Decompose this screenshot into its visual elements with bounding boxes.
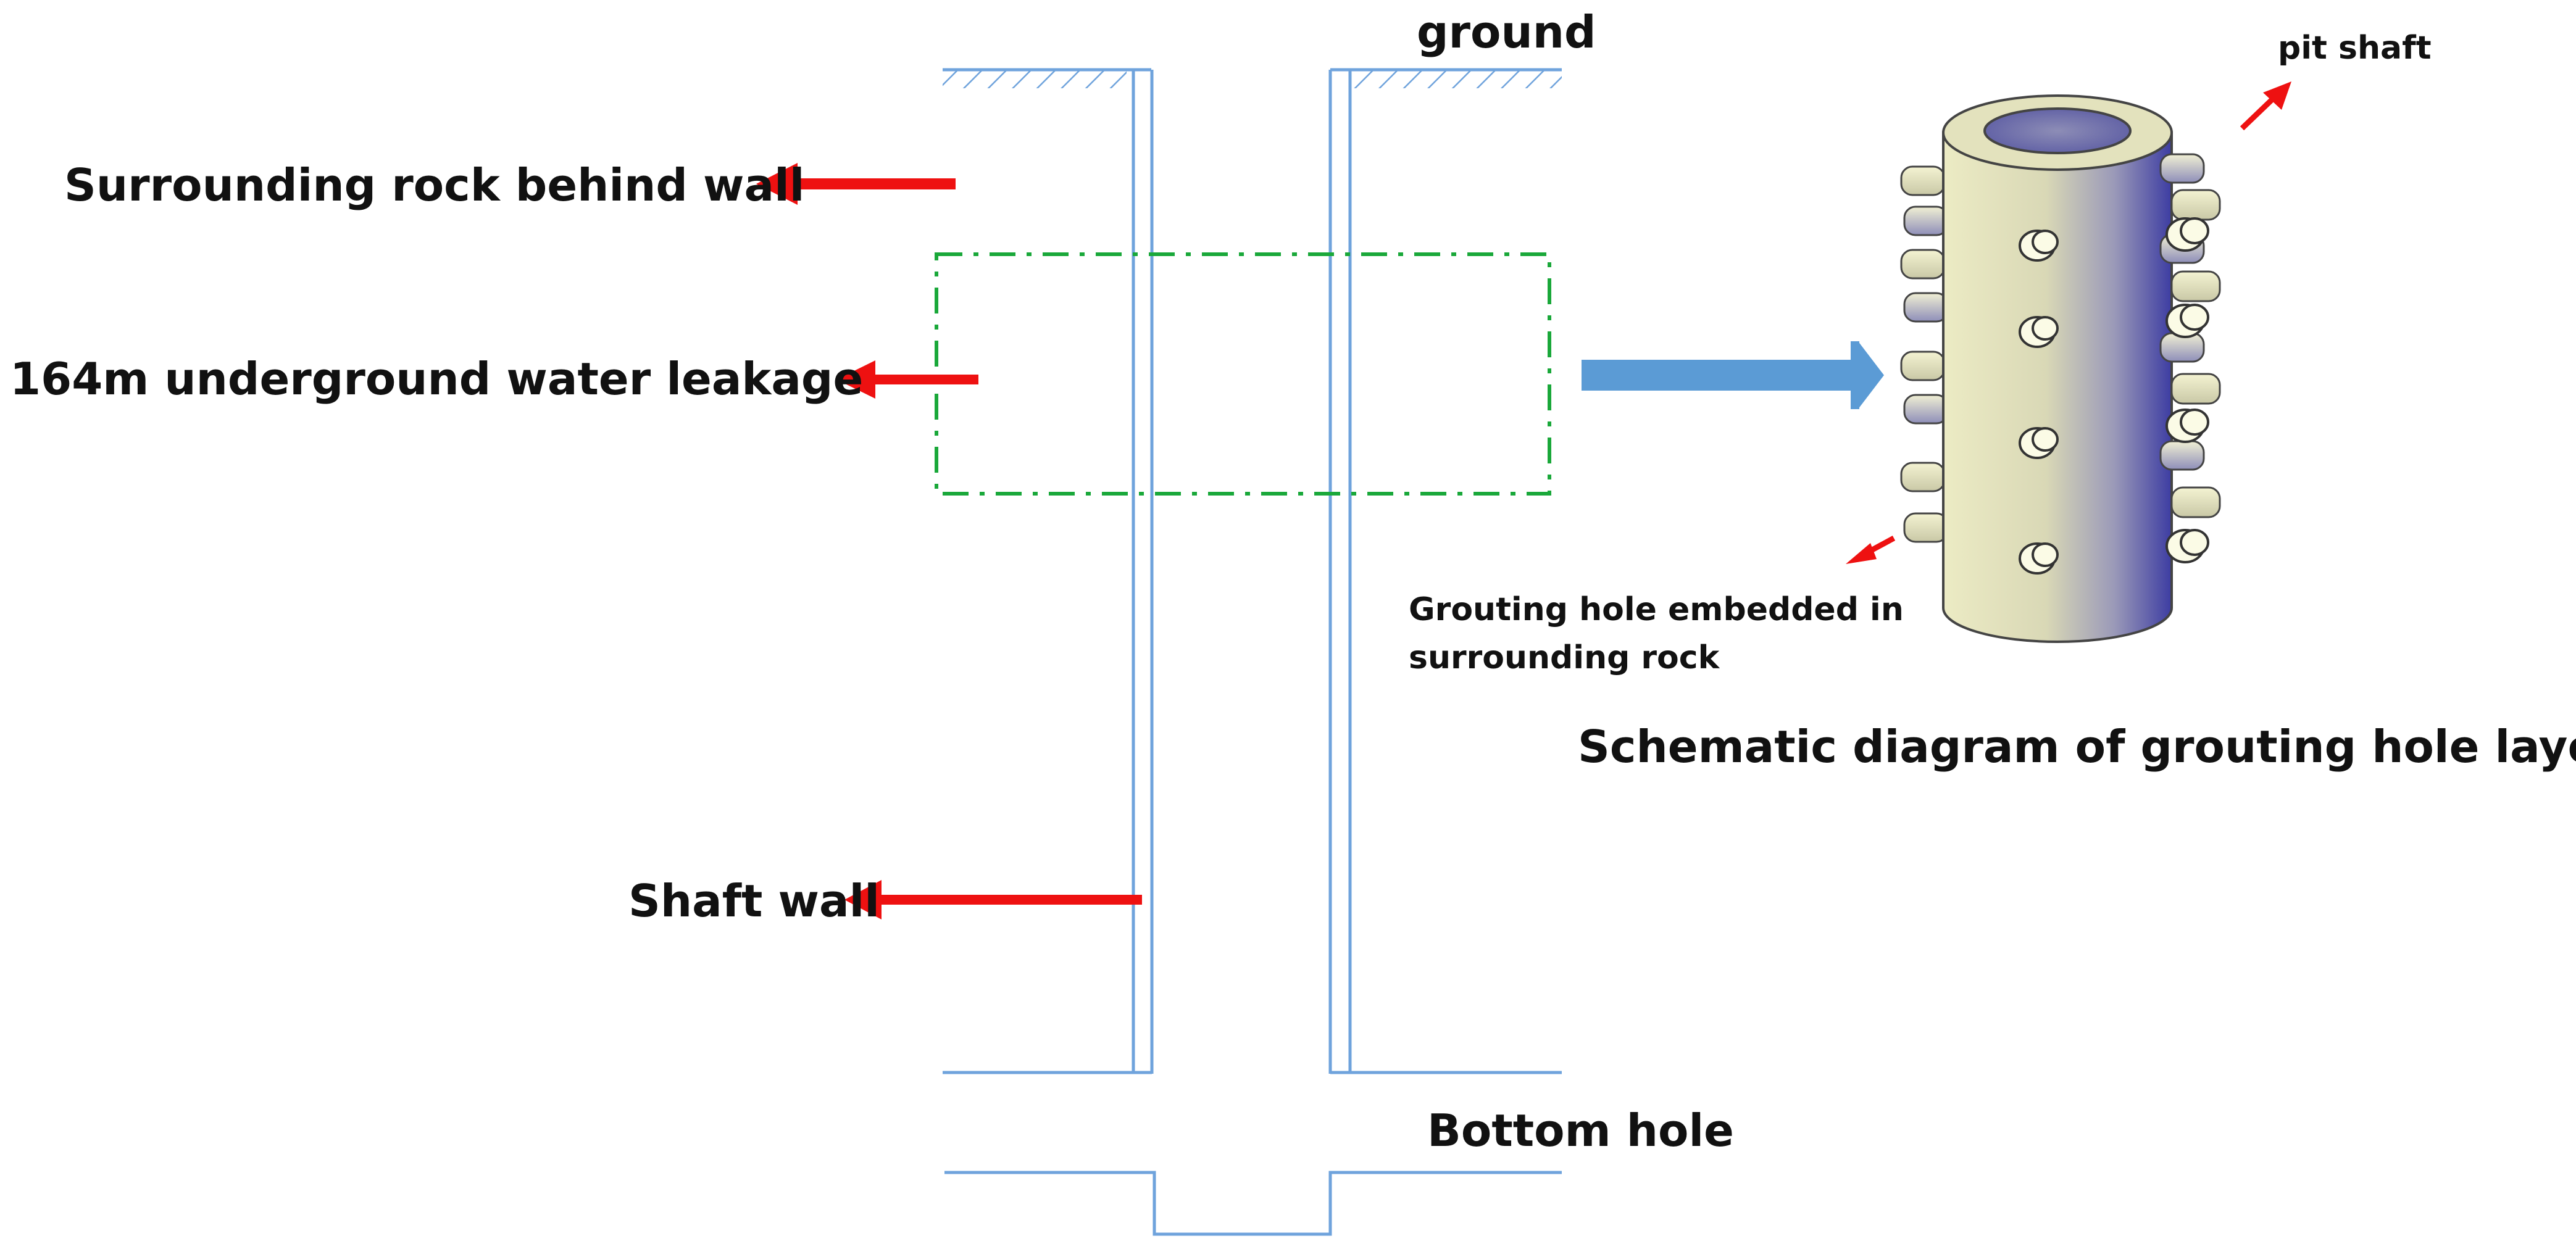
left-pegs xyxy=(1900,165,1949,543)
ground-hatching-right xyxy=(1330,68,1562,88)
shaft-wall-left xyxy=(1132,70,1154,1074)
schematic-caption: Schematic diagram of grouting hole layou… xyxy=(1578,721,2576,773)
arrow-shaft-wall xyxy=(844,880,1142,919)
front-holes xyxy=(2019,217,2209,575)
arrow-surrounding-rock xyxy=(756,163,956,205)
arrow-water-leakage xyxy=(836,360,978,399)
label-surrounding-rock: Surrounding rock behind wall xyxy=(64,159,805,211)
arrow-to-schematic xyxy=(1582,341,1884,409)
shaft-wall-right xyxy=(1328,70,1352,1074)
label-grouting-hole-line2: surrounding rock xyxy=(1409,639,1720,676)
label-shaft-wall: Shaft wall xyxy=(628,875,880,927)
pit-shaft-cylinder xyxy=(1900,94,2221,643)
leakage-zone-box xyxy=(935,252,1551,496)
ground-hatching-left xyxy=(943,68,1151,88)
arrow-grouting-hole xyxy=(1846,536,1896,564)
arrow-pit-shaft xyxy=(2240,81,2291,131)
label-bottom-hole: Bottom hole xyxy=(1427,1105,1734,1156)
label-grouting-hole-line1: Grouting hole embedded in xyxy=(1409,591,1904,628)
bottom-hole-outline xyxy=(944,1171,1562,1236)
label-water-leakage: 164m underground water leakage xyxy=(10,353,864,405)
label-pit-shaft: pit shaft xyxy=(2278,30,2432,67)
right-pegs xyxy=(2159,153,2221,518)
label-ground: ground xyxy=(1417,6,1596,58)
